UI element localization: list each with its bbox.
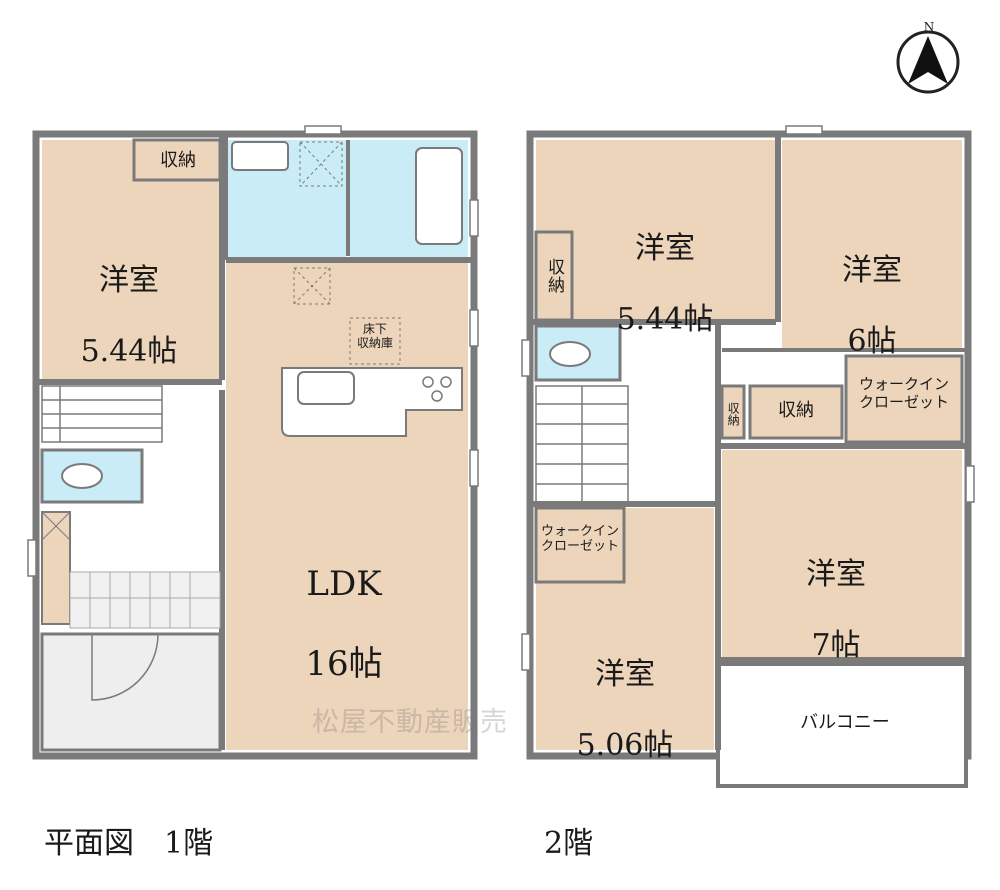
floor2-balcony-fill: [716, 662, 968, 788]
floor1-washer-space: [299, 141, 343, 187]
floor1-ldk-name: LDK: [306, 564, 382, 605]
floor2-storage-vertical-label: 収納: [544, 258, 565, 294]
caption-floor2: 2階: [544, 826, 594, 861]
floor2-room-c-label: 洋室 7帖: [774, 522, 898, 699]
floor2-room-b-label: 洋室 6帖: [810, 218, 934, 395]
floor1-ldk-fill: [226, 262, 468, 750]
north-compass-icon: [896, 30, 960, 94]
floor1-stove-burner: [422, 376, 434, 388]
floor1-entrance-tiles: [69, 571, 221, 629]
floor2-storage-fill: [748, 384, 844, 440]
caption-floor1: 平面図 1階: [44, 826, 214, 861]
floor1-storage-fill: [132, 138, 222, 182]
floor1-room-western-label: 洋室 5.44帖: [64, 228, 194, 405]
floor2-room-a-name: 洋室: [635, 231, 695, 267]
floor1-ldk-size: 16帖: [305, 644, 383, 685]
floor2-room-c-name: 洋室: [806, 557, 866, 593]
compass-label: N: [923, 20, 935, 34]
floor2-stairs: [535, 385, 629, 503]
floor1-shoe-box: [41, 511, 71, 625]
floor2-room-a-fill: [536, 140, 776, 322]
floor2-wic2-fill: [534, 506, 626, 584]
floor1-ldk-label: LDK 16帖: [282, 524, 406, 725]
floor1-entry-door-swing: [91, 633, 159, 701]
floor2-plan: [521, 125, 975, 788]
floor1-porch: [40, 632, 222, 752]
floor2-room-c-size: 7帖: [811, 628, 861, 664]
floor2-room-d-size: 5.06帖: [576, 728, 674, 764]
floor2-balcony-label: バルコニー: [800, 712, 890, 733]
floor2-wic1-label: ウォークイン クローゼット: [858, 375, 949, 411]
floor2-storage-small-label: 収納: [726, 402, 741, 426]
floor2-room-b-size: 6帖: [847, 324, 897, 360]
watermark: 松屋不動産販売: [312, 707, 508, 738]
floor1-underfloor-storage-label: 床下 収納庫: [356, 322, 393, 351]
floor2-storage-vertical-fill: [534, 230, 574, 322]
floor2-room-c-fill: [722, 450, 962, 658]
floor1-sink: [231, 141, 289, 171]
floor2-room-a-size: 5.44帖: [616, 302, 714, 338]
floor1-underfloor-storage-box: [349, 317, 401, 365]
floor2-wic2-label: ウォークイン クローゼット: [540, 524, 619, 555]
floor1-stove-burner-2: [440, 376, 452, 388]
floor2-storage-small-fill: [720, 384, 746, 440]
floor2-toilet-bowl: [549, 341, 591, 367]
floor1-room-western-size: 5.44帖: [80, 334, 178, 370]
floor1-toilet-bowl: [61, 463, 103, 489]
floor1-stove-burner-3: [431, 390, 443, 402]
floor2-room-a-label: 洋室 5.44帖: [600, 196, 730, 373]
floor1-bathtub: [415, 147, 463, 245]
floor2-room-d-label: 洋室 5.06帖: [560, 622, 690, 799]
floor2-room-b-name: 洋室: [842, 253, 902, 289]
floor2-wic1-fill: [844, 354, 964, 444]
floor1-hatch: [293, 267, 331, 305]
floor1-storage-label: 収納: [160, 150, 196, 171]
floor1-room-western-name: 洋室: [99, 263, 159, 299]
floor2-room-d-name: 洋室: [595, 657, 655, 693]
floor2-room-b-fill: [782, 140, 962, 350]
floor2-storage-label: 収納: [778, 400, 814, 421]
floor1-kitchen-sink: [297, 371, 355, 405]
floor1-plan: [27, 125, 479, 760]
floor1-stairs: [41, 385, 163, 443]
